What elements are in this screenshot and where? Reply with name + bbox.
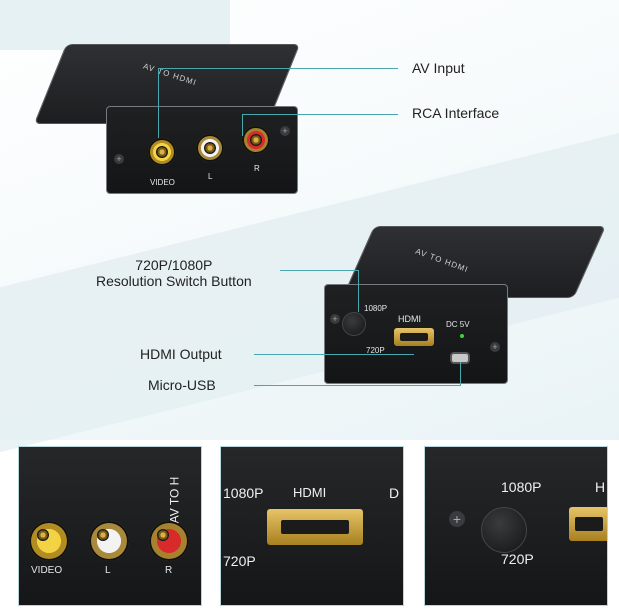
inset-label-hdmi: HDMI <box>293 485 327 500</box>
screw-icon: + <box>114 154 124 164</box>
inset-hdmi-closeup: 1080P HDMI D 720P <box>220 446 404 606</box>
switch-label-1080p: 1080P <box>364 304 388 313</box>
inset-label-video: VIDEO <box>31 565 63 576</box>
power-led-icon <box>460 334 464 338</box>
callout-line <box>158 68 159 138</box>
port-label-right: R <box>254 164 260 173</box>
rca-jack-video <box>148 138 176 166</box>
inset-rca-closeup: AV TO H VIDEO L R <box>18 446 202 606</box>
callout-hdmi-output: HDMI Output <box>140 346 222 362</box>
resolution-switch-button[interactable] <box>342 312 366 336</box>
hdmi-port <box>394 328 434 346</box>
inset-label-720p: 720P <box>501 551 534 567</box>
inset-label-1080p: 1080P <box>501 479 542 495</box>
callout-line <box>242 114 243 136</box>
inset-label-1080p: 1080P <box>223 485 264 501</box>
callout-line <box>358 270 359 312</box>
rca-jack-right <box>242 126 270 154</box>
screw-icon: + <box>280 126 290 136</box>
callout-line <box>280 270 358 271</box>
inset-label-left: L <box>105 565 111 576</box>
callout-resolution-line2: Resolution Switch Button <box>96 273 252 289</box>
switch-label-720p: 720P <box>366 346 385 355</box>
callout-resolution: 720P/1080P Resolution Switch Button <box>96 257 252 289</box>
screw-icon: + <box>490 342 500 352</box>
power-label: DC 5V <box>446 320 470 329</box>
callout-line <box>460 362 461 386</box>
port-label-left: L <box>208 172 213 181</box>
rca-jack-video <box>29 521 69 561</box>
inset-brand: AV TO H <box>167 476 182 524</box>
callout-line <box>254 385 460 386</box>
background-accent <box>0 0 230 50</box>
callout-rca-interface: RCA Interface <box>412 105 500 121</box>
inset-label-right: R <box>165 565 173 576</box>
callout-resolution-line1: 720P/1080P <box>135 257 213 273</box>
hdmi-side-device: AV TO HDMI + + 1080P 720P HDMI DC 5V <box>318 226 607 386</box>
rca-jack-right <box>149 521 189 561</box>
av-side-device: AV TO HDMI + + VIDEO L R <box>22 44 301 194</box>
inset-label-edge: H <box>595 479 606 495</box>
inset-switch-closeup: + 1080P 720P H <box>424 446 608 606</box>
rca-jack-left <box>196 134 224 162</box>
callout-av-input: AV Input <box>412 60 465 76</box>
inset-label-edge: D <box>389 485 400 501</box>
callout-line <box>254 354 414 355</box>
hdmi-port <box>267 509 363 545</box>
port-label-video: VIDEO <box>150 178 175 187</box>
callout-line <box>158 68 398 69</box>
hdmi-label: HDMI <box>398 314 421 324</box>
inset-label-720p: 720P <box>223 553 256 569</box>
screw-icon: + <box>449 511 465 527</box>
hdmi-port <box>569 507 607 541</box>
resolution-switch-button[interactable] <box>481 507 527 553</box>
rca-jack-left <box>89 521 129 561</box>
callout-micro-usb: Micro-USB <box>148 377 216 393</box>
callout-line <box>242 114 398 115</box>
screw-icon: + <box>330 314 340 324</box>
